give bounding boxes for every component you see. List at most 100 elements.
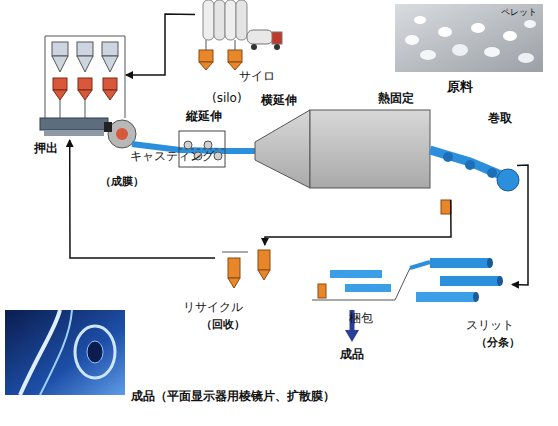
film-sheet: [40, 310, 72, 395]
pipe: [85, 100, 86, 118]
roller: [487, 168, 497, 178]
pellet: [518, 53, 534, 63]
feed-line: [126, 14, 195, 75]
pellet: [414, 16, 426, 24]
trim-return-line: [265, 200, 451, 245]
hopper: [199, 62, 213, 70]
winder: [441, 152, 519, 214]
silo-tank: [236, 0, 247, 40]
product-label: 成品: [340, 348, 364, 362]
drum-hub: [116, 128, 128, 140]
roller: [184, 141, 192, 149]
winder: 巻取: [432, 128, 517, 200]
dryer: [103, 90, 117, 100]
conveyor: [395, 268, 410, 300]
cyclone: [77, 42, 93, 56]
edge-trim-unit: [441, 200, 451, 214]
cyclone: [52, 42, 68, 56]
hopper: [228, 50, 242, 62]
pellet: [471, 23, 485, 33]
dryer: [53, 90, 67, 100]
film: [410, 262, 430, 268]
pellet: [524, 20, 536, 28]
node-text: 熱固定: [378, 92, 414, 106]
pellet: [438, 27, 452, 37]
roller: [204, 141, 212, 149]
truck-cab: [272, 32, 282, 44]
extruder: [40, 118, 108, 136]
node-text: 成品（平面显示器用棱镜片、扩散膜）: [131, 390, 335, 404]
transfer-line: [512, 165, 528, 285]
slitter: [410, 258, 503, 302]
drum: [108, 120, 136, 148]
node-text: 原料: [447, 80, 473, 95]
silo: サイロ: [195, 0, 287, 72]
film-sheet: [20, 310, 60, 395]
cyclone: [102, 42, 118, 56]
winding-roll: [497, 169, 519, 191]
cyclone: [102, 56, 118, 72]
crusher: [228, 278, 240, 288]
silo-hoppers: [199, 40, 242, 70]
slitter: スリット（分条）: [400, 245, 512, 317]
recycle-line: [70, 140, 215, 258]
node-text: キャスティング: [130, 150, 214, 164]
silo-tanks: [203, 0, 247, 40]
roll: [416, 292, 476, 302]
pellet: [405, 35, 419, 45]
roll: [330, 270, 382, 278]
packing: 梱包: [305, 258, 397, 310]
dryer: [78, 90, 92, 100]
node-text: （分条）: [476, 337, 520, 350]
roll: [440, 276, 500, 286]
conveyor: [312, 300, 395, 301]
film: [430, 150, 508, 178]
recycle-units: [222, 250, 270, 288]
roller: [214, 152, 222, 160]
pipe: [235, 40, 236, 50]
casting-drum: [104, 120, 136, 148]
node-text: 横延伸: [261, 94, 297, 108]
node-text: 巻取: [488, 112, 512, 126]
photo-frame: [395, 4, 543, 72]
pipe: [206, 40, 207, 50]
silo-tank: [214, 0, 225, 40]
node-text: 押出: [34, 142, 58, 156]
crusher: [228, 258, 240, 278]
roller: [443, 152, 453, 162]
product-photo: [5, 310, 125, 395]
raw-material-photo: ペレット原料: [395, 4, 543, 72]
roll: [345, 284, 391, 292]
extruder-barrel: [40, 118, 108, 130]
silo-note: (silo): [212, 92, 242, 106]
frame: [45, 36, 125, 37]
tenter: [255, 110, 310, 188]
roller: [465, 160, 475, 170]
node-text: 梱包: [349, 312, 373, 326]
packing-unit: [318, 284, 326, 298]
node-text: （回收）: [201, 319, 245, 332]
product-photo: 成品（平面显示器用棱镜片、扩散膜）: [5, 310, 125, 395]
extruder-hoppers: [45, 36, 125, 118]
roll: [430, 258, 490, 268]
pellet-photo: [395, 4, 543, 72]
frame: [125, 36, 126, 118]
node-text: サイロ: [239, 70, 275, 84]
roll-end: [497, 276, 503, 286]
truck-tank: [247, 30, 273, 44]
dryer: [103, 78, 117, 90]
cyclone: [52, 56, 68, 72]
roll-end: [487, 258, 493, 268]
pellet: [484, 47, 500, 57]
tenter: 横延伸: [255, 110, 310, 188]
node-text: （成膜）: [100, 176, 144, 189]
pipe: [222, 252, 248, 253]
mdo-stretcher: 縦延伸: [178, 130, 226, 168]
dryer: [78, 78, 92, 90]
pellet: [503, 31, 517, 41]
node-text: リサイクル: [183, 301, 243, 315]
truck-wheel: [251, 44, 257, 50]
